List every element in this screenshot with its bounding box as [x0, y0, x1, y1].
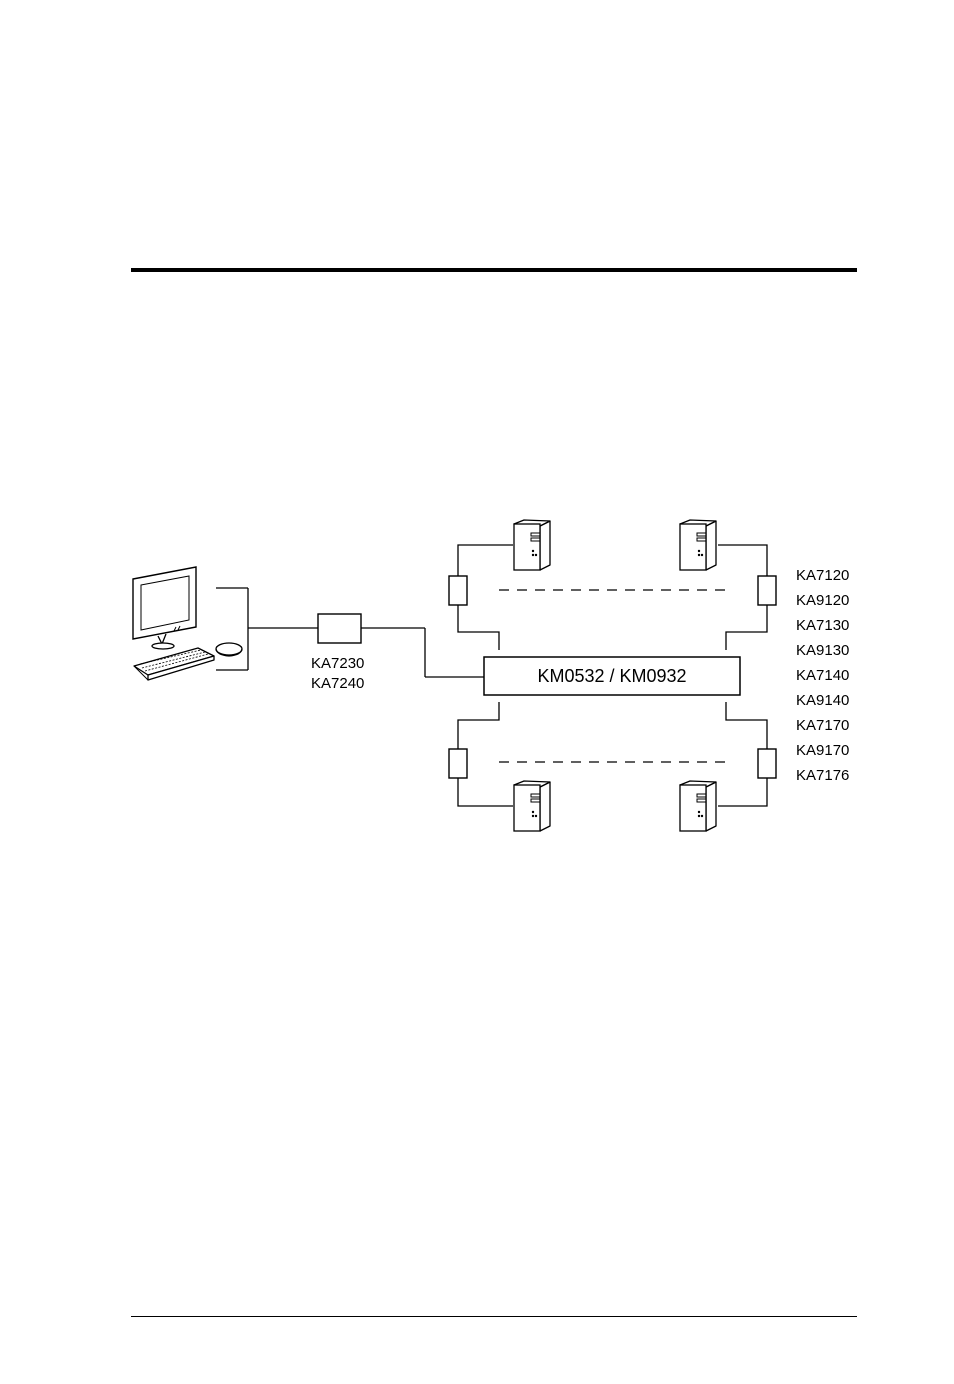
footer-divider — [131, 1316, 857, 1317]
console-adapter-label-1: KA7230 — [311, 655, 364, 672]
computer-adapter-box — [448, 748, 468, 779]
computer-adapter-model-list: KA7120 KA9120 KA7130 KA9130 KA7140 KA914… — [796, 567, 849, 784]
computer-adapter-label: KA7176 — [796, 767, 849, 784]
kvm-switch-label: KM0532 / KM0932 — [537, 666, 686, 686]
computer-adapter-box — [757, 575, 777, 606]
computer-adapter-label: KA7140 — [796, 667, 849, 684]
monitor-icon — [132, 566, 197, 650]
console-adapter-label-2: KA7240 — [311, 675, 364, 692]
computer-adapter-label: KA9120 — [796, 592, 849, 609]
server-icon — [679, 780, 717, 832]
computer-cables — [457, 544, 768, 807]
keyboard-icon — [133, 647, 215, 681]
kvm-switch-box — [483, 656, 741, 696]
computer-adapter-label: KA7170 — [796, 717, 849, 734]
server-icon — [679, 519, 717, 571]
computer-adapter-box — [448, 575, 468, 606]
computer-adapter-label: KA7120 — [796, 567, 849, 584]
computer-adapter-label: KA7130 — [796, 617, 849, 634]
section-divider — [131, 268, 857, 272]
computer-adapter-label: KA9140 — [796, 692, 849, 709]
server-icon — [513, 780, 551, 832]
computer-adapter-box — [757, 748, 777, 779]
computer-adapter-label: KA9170 — [796, 742, 849, 759]
server-icon — [513, 519, 551, 571]
console-adapter-box — [317, 613, 362, 644]
computer-adapter-label: KA9130 — [796, 642, 849, 659]
mouse-icon — [215, 642, 243, 657]
console-cables — [216, 587, 484, 678]
